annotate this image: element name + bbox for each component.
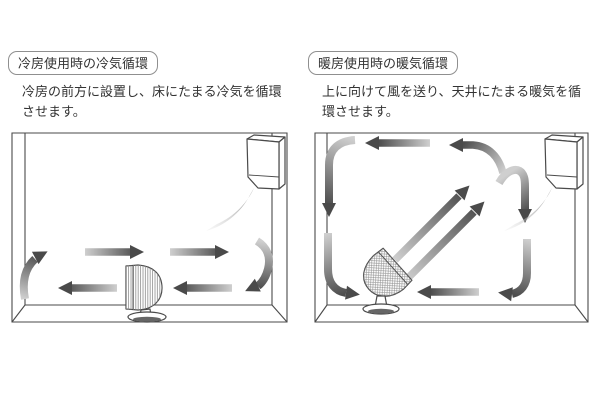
heating-circulation-diagram: [314, 132, 589, 323]
cooling-section-title: 冷房使用時の冷気循環: [8, 51, 159, 75]
air-conditioner-icon: [544, 134, 584, 190]
airflow-arrow-ceiling-left-2: [449, 138, 507, 175]
airflow-arrow-left-wall-upper-down: [322, 136, 356, 217]
airflow-arrow-floor-left-1: [58, 281, 117, 295]
cooling-section-description: 冷房の前方に設置し、床にたまる冷気を循環させます。: [22, 85, 282, 120]
airflow-arrow-left-wall-up: [19, 251, 48, 300]
heating-section-title: 暖房使用時の暖気循環: [308, 51, 459, 75]
cooling-circulation-diagram: [11, 132, 288, 323]
airflow-arrow-right-wall-lower-left: [498, 239, 531, 302]
air-conditioner-icon: [246, 134, 286, 190]
airflow-arrow-floor-left: [417, 285, 479, 299]
airflow-arrow-right-wall-upper-down: [495, 165, 532, 223]
airflow-arrow-right-wall-down: [245, 237, 273, 292]
airflow-arrow-left-wall-lower-right: [324, 233, 360, 300]
airflow-arrow-mid-right-2: [170, 245, 229, 259]
ac-breeze-swoosh: [206, 188, 254, 231]
circulator-fan-icon: [362, 247, 413, 315]
circulator-fan-icon: [125, 264, 167, 323]
heating-section-description: 上に向けて風を送り、天井にたまる暖気を循環させます。: [322, 85, 582, 120]
airflow-arrow-ceiling-left-1: [365, 136, 430, 150]
airflow-arrow-floor-left-2: [173, 281, 232, 295]
airflow-arrow-mid-right-1: [85, 245, 144, 259]
